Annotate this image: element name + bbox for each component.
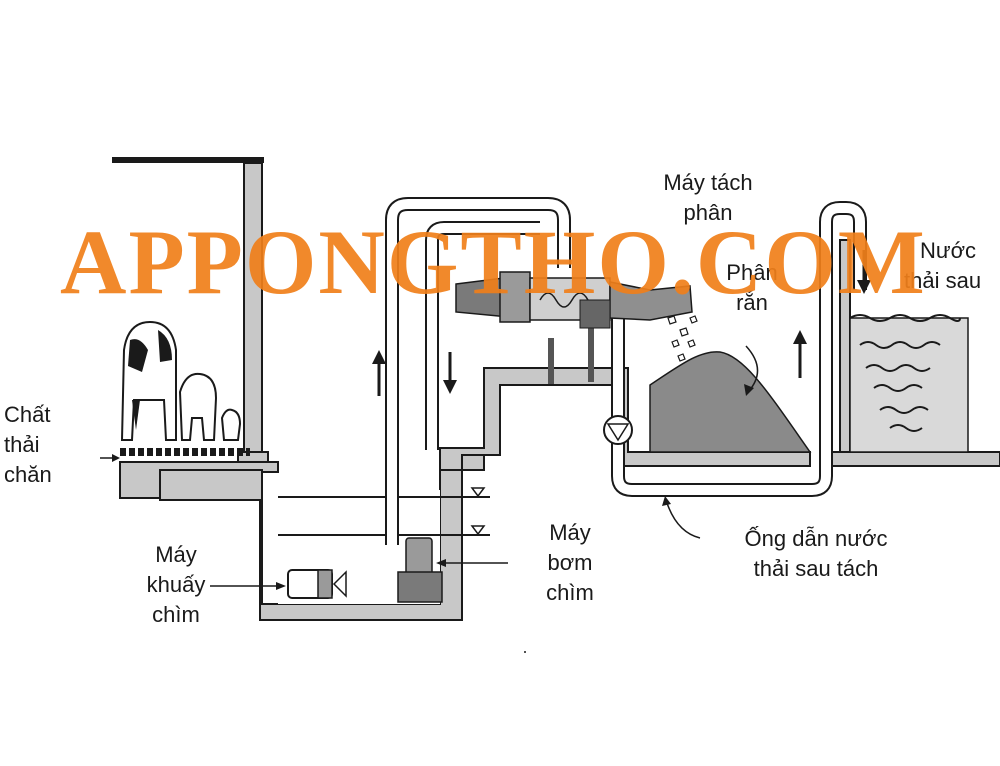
flow-arrow-up-icon (793, 330, 807, 378)
leader-bedding-head (112, 454, 120, 462)
label-line: Phân (726, 260, 778, 285)
label-solid-manure: Phân rắn (722, 258, 782, 318)
cow-icon (178, 372, 218, 441)
label-line: thải sau (904, 268, 982, 293)
label-line: rắn (736, 290, 768, 315)
flow-arrow-down-icon (443, 352, 457, 394)
barn-roof (112, 157, 264, 163)
falling-solids (667, 315, 698, 362)
label-wastewater-pipe: Ống dẫn nước thải sau tách (724, 524, 908, 584)
water-level-marker-icon (470, 525, 486, 536)
leader-pipe (665, 499, 701, 539)
label-line: bơm (547, 550, 593, 575)
label-line: thải sau tách (753, 556, 879, 581)
label-line: chìm (546, 580, 594, 605)
label-bedding-waste: Chất thải chăn (4, 400, 52, 490)
label-submersible-mixer: Máy khuấy chìm (140, 540, 212, 630)
label-line: Nước (920, 238, 977, 263)
return-pipe-inner (427, 223, 540, 450)
solid-manure-pile (649, 351, 812, 453)
label-manure-separator: Máy tách phân (646, 168, 770, 228)
label-line: Chất (4, 402, 51, 427)
leader-solid-head (744, 384, 754, 396)
watermark: APPONGTHO.COM (60, 211, 927, 313)
label-line: chăn (4, 462, 52, 487)
dot-marker (524, 651, 526, 653)
screw-separator (455, 271, 693, 384)
tank-waves (859, 341, 941, 432)
feed-pipe-inner (387, 199, 569, 545)
flow-arrow-up-icon (372, 350, 386, 396)
submersible-pump (397, 537, 443, 603)
label-line: Máy tách (663, 170, 753, 195)
platform-structure (439, 367, 613, 471)
tank-water (849, 317, 969, 453)
submersible-mixer (287, 569, 347, 599)
leader-pump-head (436, 559, 446, 567)
label-treated-wastewater: Nước thải sau (904, 236, 981, 296)
wastewater-pipe-inner (613, 203, 865, 495)
label-line: Máy (155, 542, 197, 567)
cow-icon (120, 320, 177, 441)
pump-symbol-triangle (606, 423, 630, 442)
tank-surface (849, 314, 961, 322)
water-level-marker-icon (470, 487, 486, 498)
label-line: thải (4, 432, 40, 457)
wastewater-tank-floor (825, 451, 1000, 467)
leader-pipe-head (662, 496, 671, 506)
label-line: Máy (549, 520, 591, 545)
cow-icon (220, 408, 242, 441)
flow-arrow-down-icon (857, 250, 871, 294)
label-submersible-pump: Máy bơm chìm (530, 518, 610, 608)
label-line: khuấy (146, 572, 206, 597)
leader-mixer-head (276, 582, 286, 590)
label-line: chìm (152, 602, 200, 627)
label-line: Ống dẫn nước (744, 526, 888, 551)
label-line: phân (683, 200, 733, 225)
